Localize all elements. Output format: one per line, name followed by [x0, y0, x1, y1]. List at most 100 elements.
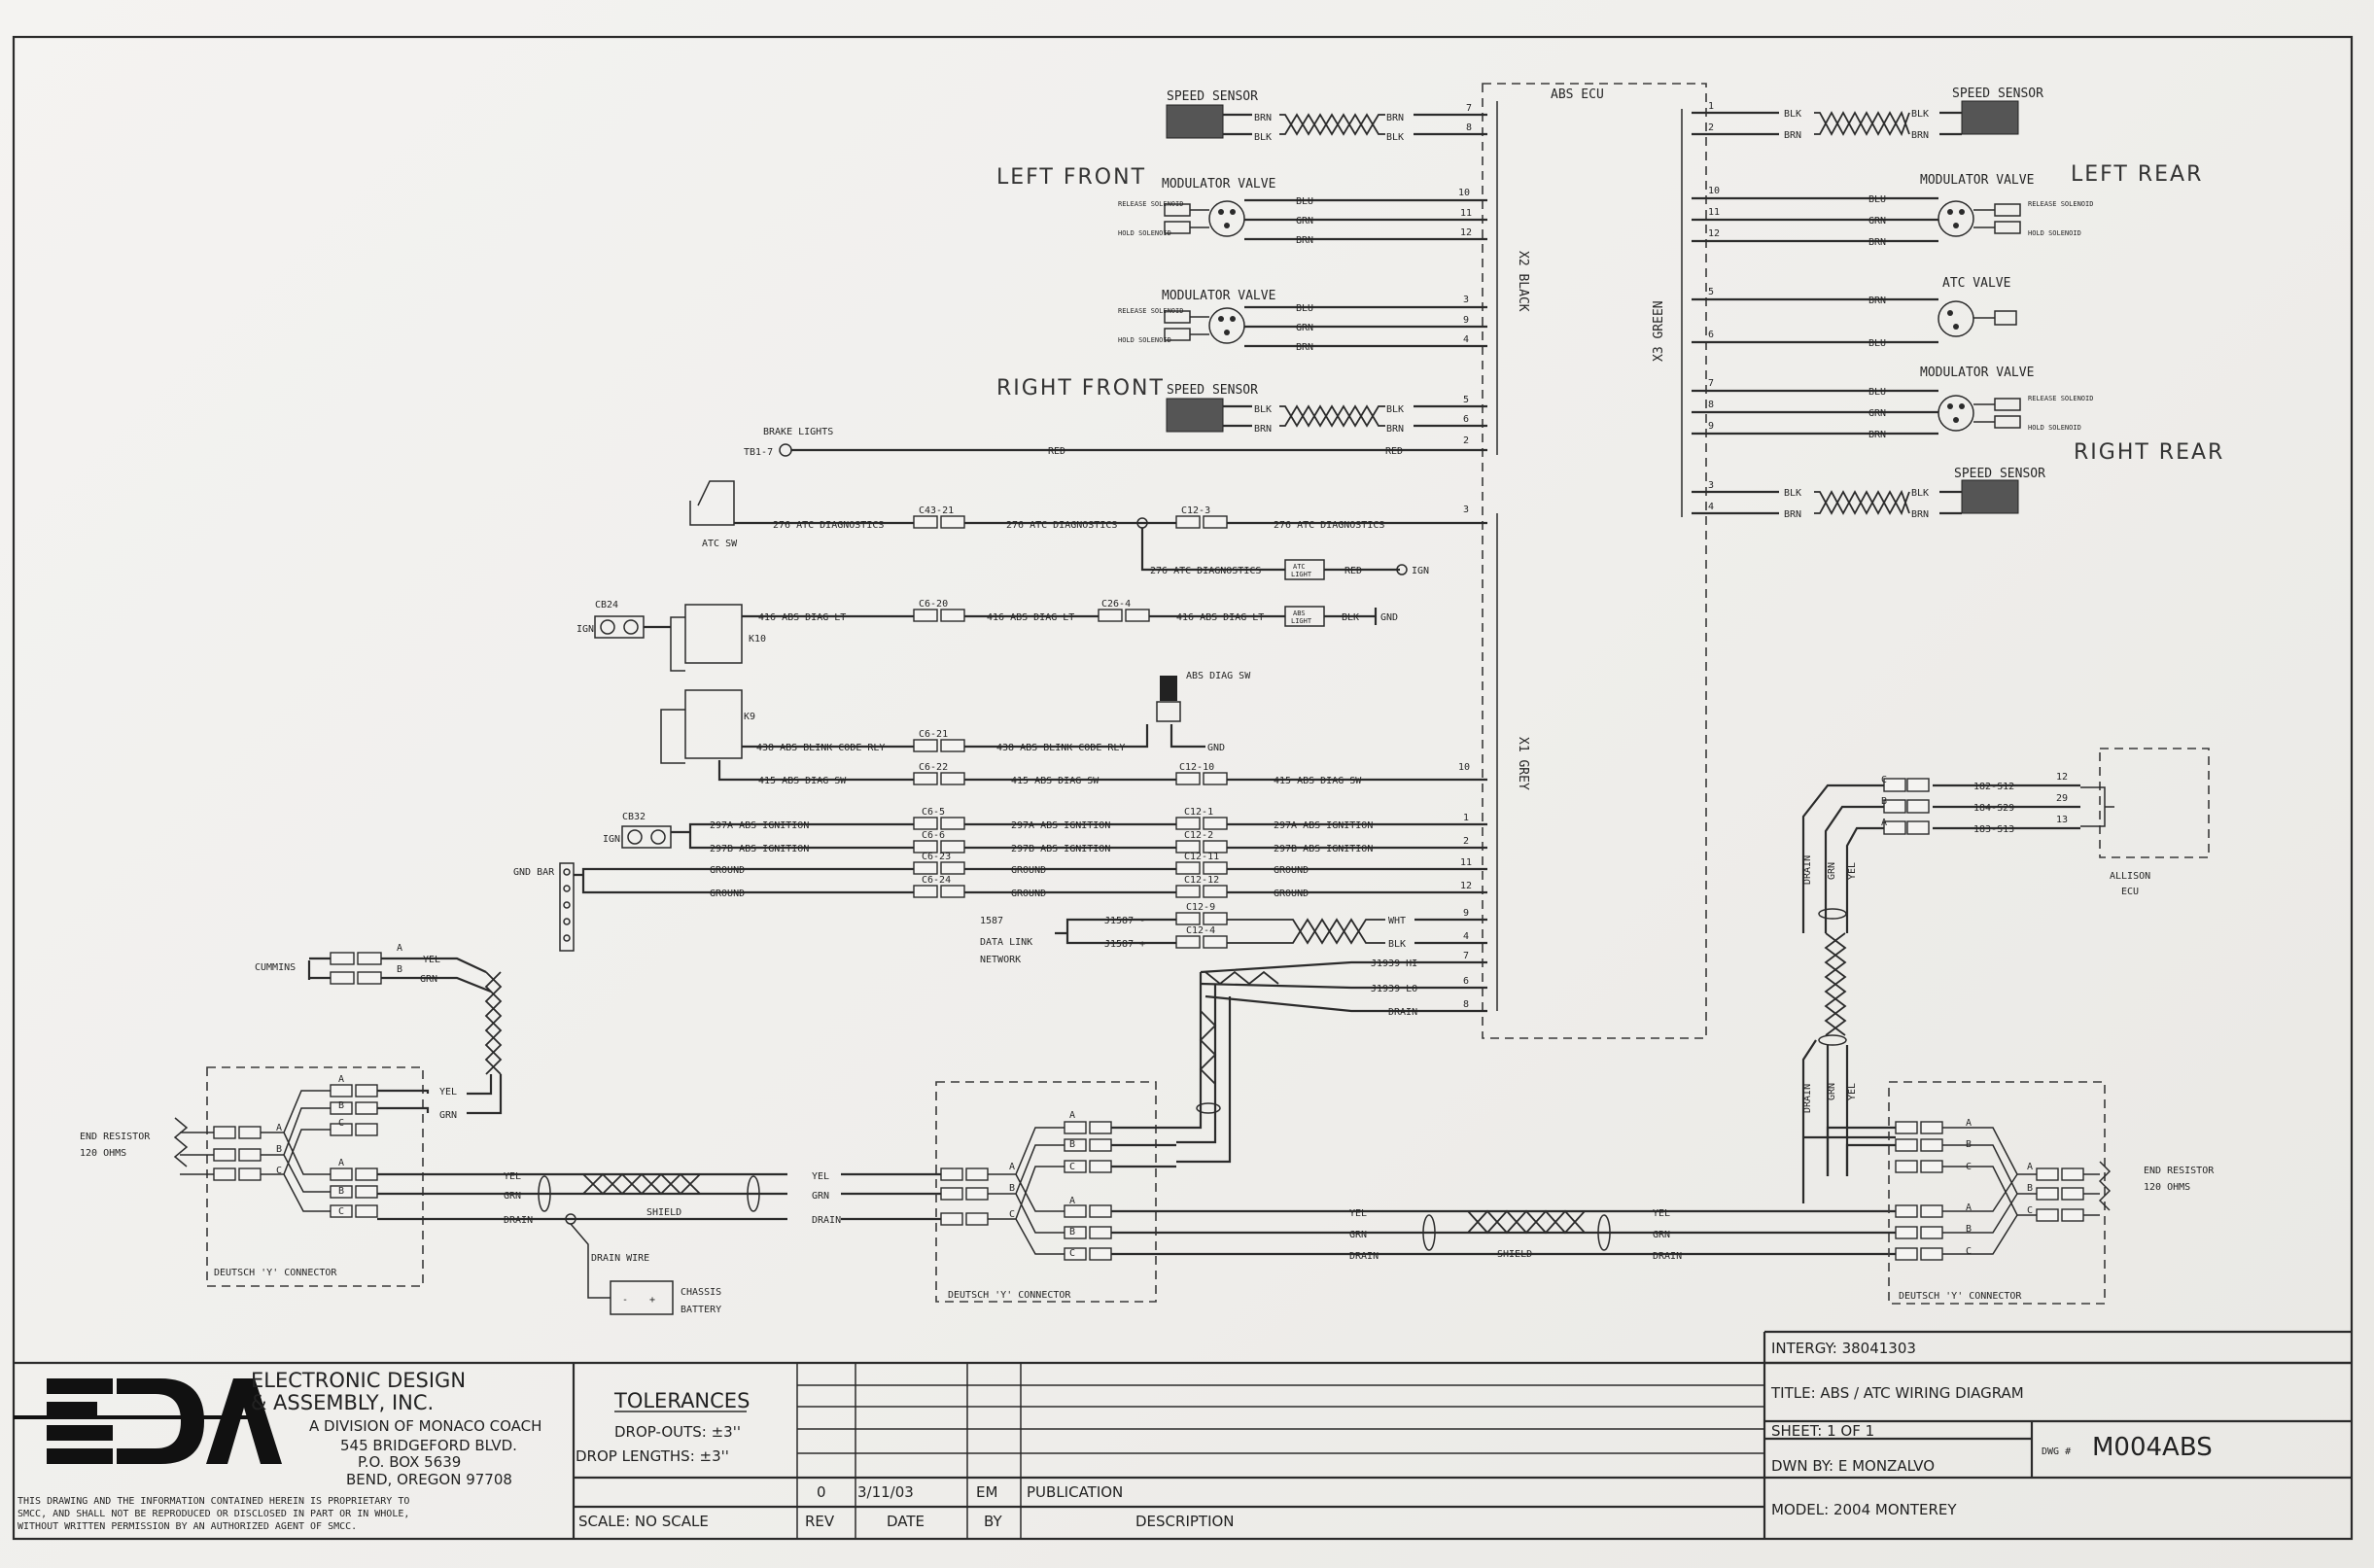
svg-text:TB1-7: TB1-7 — [744, 447, 773, 458]
svg-text:182-S12: 182-S12 — [1973, 782, 2014, 792]
svg-text:DRAIN: DRAIN — [504, 1215, 533, 1226]
svg-text:A: A — [2027, 1162, 2033, 1172]
svg-text:7: 7 — [1708, 378, 1714, 389]
svg-text:J1939 HI: J1939 HI — [1371, 958, 1417, 969]
rr-modulator-valve-icon — [1938, 395, 2021, 432]
svg-text:6: 6 — [1463, 976, 1469, 987]
svg-text:C: C — [1881, 775, 1887, 785]
svg-text:DROP LENGTHS: ±3'': DROP LENGTHS: ±3'' — [576, 1447, 729, 1465]
svg-text:297B ABS IGNITION: 297B ABS IGNITION — [1274, 844, 1373, 854]
svg-text:GND: GND — [1380, 612, 1398, 623]
svg-text:13: 13 — [2056, 815, 2068, 825]
ground-bar-icon — [559, 862, 575, 952]
svg-text:BLK: BLK — [1386, 404, 1404, 415]
svg-text:IGN: IGN — [603, 834, 620, 845]
svg-text:12: 12 — [1460, 881, 1472, 891]
left-rear-label: LEFT REAR — [2071, 162, 2203, 187]
svg-text:C6-21: C6-21 — [919, 729, 948, 740]
sheet-border — [12, 35, 2354, 1541]
svg-text:GRN: GRN — [1868, 216, 1886, 226]
svg-text:297B ABS IGNITION: 297B ABS IGNITION — [710, 844, 809, 854]
svg-text:415 ABS DIAG SW: 415 ABS DIAG SW — [1274, 776, 1362, 786]
svg-text:BRN: BRN — [1386, 113, 1404, 123]
svg-text:11: 11 — [1460, 208, 1472, 219]
svg-text:C6-6: C6-6 — [922, 830, 945, 841]
svg-text:C12-12: C12-12 — [1184, 875, 1219, 886]
svg-text:A: A — [338, 1158, 344, 1168]
svg-text:8: 8 — [1466, 122, 1472, 133]
svg-text:RELEASE SOLENOID: RELEASE SOLENOID — [1118, 200, 1183, 208]
svg-text:BATTERY: BATTERY — [681, 1305, 721, 1315]
svg-text:ATC: ATC — [1293, 563, 1306, 571]
svg-text:B: B — [2027, 1183, 2033, 1194]
svg-text:BRN: BRN — [1296, 235, 1313, 246]
svg-text:IGN: IGN — [576, 624, 594, 635]
svg-text:LIGHT: LIGHT — [1291, 617, 1312, 625]
lr-speed-sensor-icon — [1961, 100, 2019, 135]
svg-text:C12-9: C12-9 — [1186, 902, 1215, 913]
svg-text:C: C — [2027, 1205, 2033, 1216]
svg-text:GRN: GRN — [1868, 408, 1886, 419]
chassis-battery-icon — [610, 1280, 674, 1315]
cb32-breaker-icon — [621, 825, 672, 849]
lf-speed-sensor-icon — [1166, 104, 1224, 139]
svg-text:9: 9 — [1463, 908, 1469, 919]
svg-text:B: B — [276, 1144, 282, 1155]
svg-text:+: + — [649, 1295, 655, 1306]
svg-text:GND: GND — [1207, 743, 1225, 753]
svg-text:MODULATOR VALVE: MODULATOR VALVE — [1920, 366, 2034, 380]
svg-text:4: 4 — [1463, 931, 1469, 942]
svg-text:5: 5 — [1708, 287, 1714, 297]
svg-text:A DIVISION OF MONACO COACH: A DIVISION OF MONACO COACH — [309, 1417, 541, 1435]
svg-text:BY: BY — [984, 1513, 1002, 1530]
svg-text:B: B — [1069, 1227, 1075, 1237]
abs-diag-switch-icon — [1160, 676, 1177, 701]
svg-text:A: A — [1881, 818, 1887, 828]
svg-text:ABS: ABS — [1293, 610, 1306, 617]
svg-text:4: 4 — [1708, 502, 1714, 512]
svg-text:BLK: BLK — [1388, 939, 1406, 950]
title-block-lines — [14, 1330, 2352, 1539]
svg-text:SPEED SENSOR: SPEED SENSOR — [1954, 467, 2045, 481]
svg-text:YEL: YEL — [504, 1171, 521, 1182]
svg-text:5: 5 — [1463, 395, 1469, 405]
svg-text:GROUND: GROUND — [1011, 889, 1046, 899]
svg-text:DRAIN: DRAIN — [1388, 1007, 1417, 1018]
rf-modulator-valve-icon — [1164, 307, 1245, 344]
svg-text:C: C — [1069, 1162, 1075, 1172]
svg-text:1: 1 — [1463, 813, 1469, 823]
svg-text:BLU: BLU — [1296, 303, 1313, 314]
ecu-title: ABS ECU — [1551, 87, 1604, 102]
svg-text:C: C — [1009, 1209, 1015, 1220]
svg-text:3: 3 — [1463, 505, 1469, 515]
svg-text:297A ABS IGNITION: 297A ABS IGNITION — [1274, 820, 1373, 831]
svg-text:6: 6 — [1708, 330, 1714, 340]
svg-text:276 ATC DIAGNOSTICS: 276 ATC DIAGNOSTICS — [773, 520, 884, 531]
lf-modulator-valve-icon — [1164, 200, 1245, 237]
svg-text:A: A — [1069, 1110, 1075, 1121]
svg-text:A: A — [1966, 1118, 1972, 1129]
svg-text:B: B — [1966, 1224, 1972, 1235]
svg-text:K9: K9 — [744, 712, 755, 722]
svg-text:CB32: CB32 — [622, 812, 646, 822]
svg-text:BEND, OREGON 97708: BEND, OREGON 97708 — [346, 1471, 512, 1488]
svg-text:YEL: YEL — [1653, 1208, 1670, 1219]
svg-text:J1587 -: J1587 - — [1104, 916, 1145, 926]
svg-text:8: 8 — [1463, 999, 1469, 1010]
svg-text:184-S29: 184-S29 — [1973, 803, 2014, 814]
svg-text:8: 8 — [1708, 400, 1714, 410]
svg-text:120 OHMS: 120 OHMS — [2144, 1182, 2190, 1193]
svg-text:MODULATOR VALVE: MODULATOR VALVE — [1162, 289, 1275, 303]
svg-text:ATC VALVE: ATC VALVE — [1942, 276, 2010, 291]
svg-text:BRN: BRN — [1868, 430, 1886, 440]
svg-text:IGN: IGN — [1412, 566, 1429, 576]
svg-text:BRN: BRN — [1911, 509, 1929, 520]
svg-text:GRN: GRN — [1827, 1083, 1837, 1100]
svg-text:C6-5: C6-5 — [922, 807, 945, 818]
svg-text:C6-20: C6-20 — [919, 599, 948, 610]
svg-text:TOLERANCES: TOLERANCES — [613, 1389, 750, 1412]
atc-switch-icon — [689, 480, 735, 526]
svg-text:3: 3 — [1708, 480, 1714, 491]
svg-text:415 ABS DIAG SW: 415 ABS DIAG SW — [1011, 776, 1100, 786]
svg-text:& ASSEMBLY, INC.: & ASSEMBLY, INC. — [251, 1391, 434, 1414]
